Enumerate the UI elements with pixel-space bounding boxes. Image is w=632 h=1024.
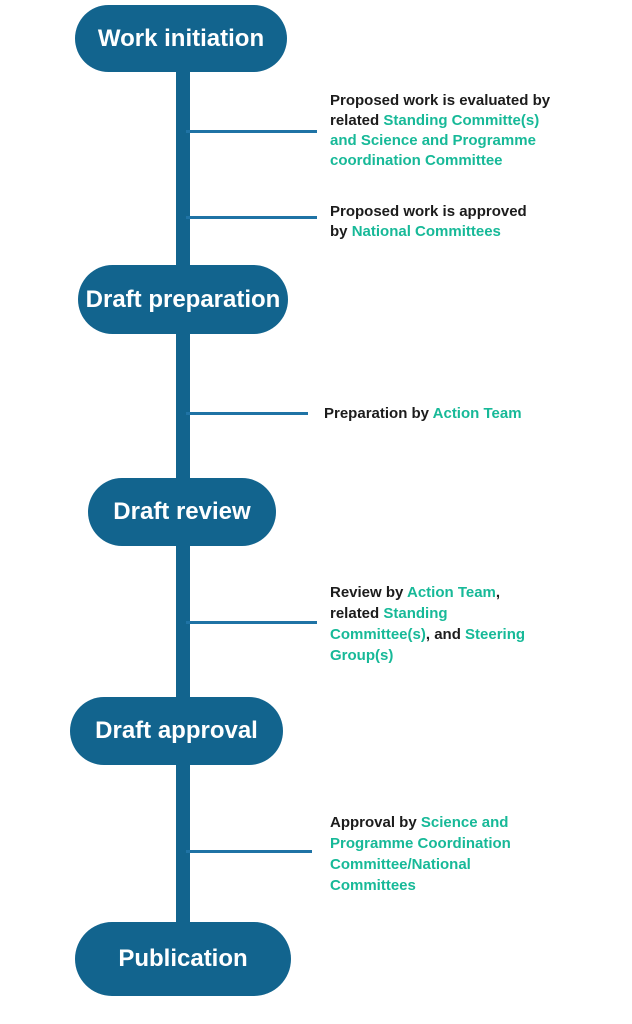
- annotation-text-segment: Standing Committee(s): [330, 605, 448, 643]
- step-node-draft-preparation: Draft preparation: [78, 265, 288, 334]
- annotation-text-segment: Action Team: [432, 405, 522, 422]
- annotation-preparation: Preparation by Action Team: [324, 404, 574, 424]
- step-label: Work initiation: [97, 24, 265, 52]
- annotation-review: Review by Action Team, related Standing …: [330, 582, 535, 666]
- connector-line-final-approval: [186, 850, 312, 853]
- step-node-work-initiation: Work initiation: [75, 5, 287, 72]
- annotation-text-segment: , related: [330, 584, 501, 622]
- annotation-text-segment: Proposed work is evaluated by related: [330, 92, 551, 129]
- step-label: Draft approval: [95, 717, 258, 744]
- annotation-text-segment: National Committees: [351, 223, 501, 240]
- connector-line-review: [186, 621, 317, 624]
- annotation-text-segment: Science and Programme Coordination Commi…: [330, 814, 511, 894]
- annotation-text-segment: Approval by: [330, 814, 421, 831]
- annotation-text-segment: Standing Committe(s) and Science and Pro…: [330, 112, 540, 169]
- connector-line-evaluation: [186, 130, 317, 133]
- annotation-final-approval: Approval by Science and Programme Coordi…: [330, 812, 548, 896]
- step-node-publication: Publication: [75, 922, 291, 996]
- annotation-text-segment: Review by: [330, 584, 407, 601]
- annotation-text-segment: Preparation by: [324, 405, 433, 422]
- annotation-national-approval: Proposed work is approved by National Co…: [330, 202, 542, 242]
- connector-line-approval: [186, 216, 317, 219]
- step-node-draft-approval: Draft approval: [70, 697, 283, 765]
- step-label: Draft review: [113, 498, 251, 525]
- annotation-text-segment: Steering Group(s): [330, 626, 526, 664]
- annotation-evaluation: Proposed work is evaluated by related St…: [330, 91, 558, 171]
- step-label: Draft preparation: [85, 285, 281, 313]
- annotation-text-segment: , and: [425, 626, 466, 643]
- step-label: Publication: [118, 945, 248, 972]
- annotation-text-segment: Action Team: [406, 584, 496, 601]
- annotation-text-segment: Proposed work is approved by: [330, 203, 527, 240]
- step-node-draft-review: Draft review: [88, 478, 276, 546]
- connector-line-preparation: [186, 412, 308, 415]
